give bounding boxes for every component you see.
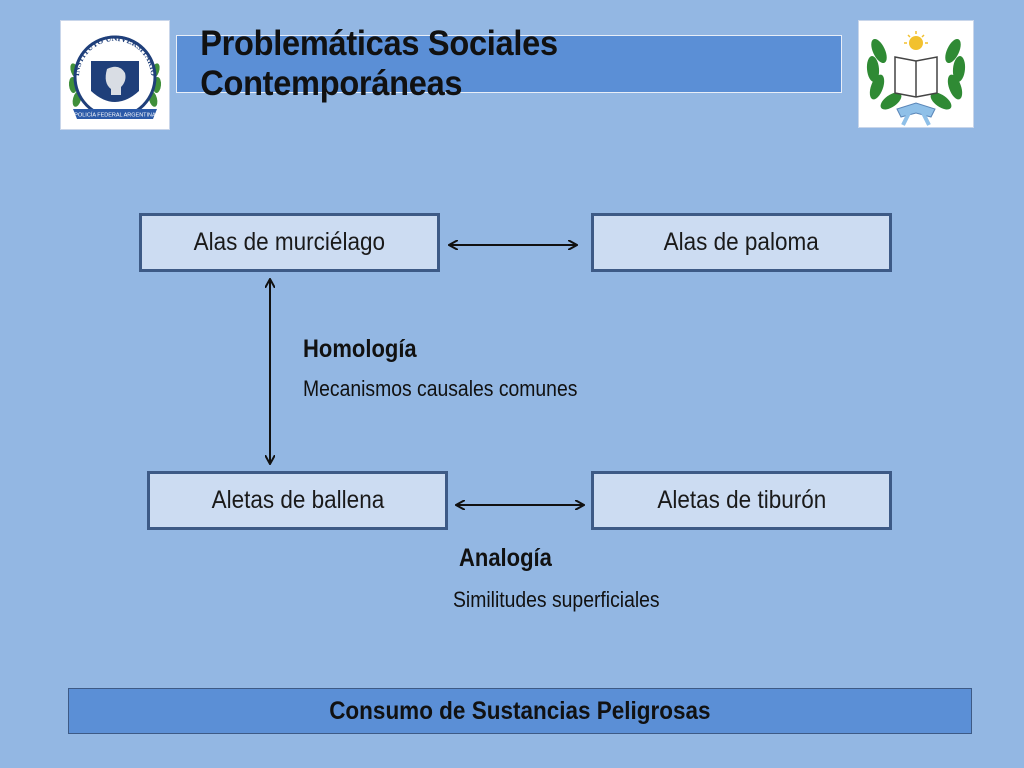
node-shark-fins: Aletas de tiburón [591, 471, 892, 530]
footer-text: Consumo de Sustancias Peligrosas [329, 696, 711, 725]
laurel-book-emblem-icon [858, 20, 974, 128]
node-label: Alas de murciélago [193, 228, 386, 256]
university-seal-icon: INSTITUTO UNIVERSITARIO POLICÍA FEDERAL … [60, 20, 170, 130]
node-label: Alas de paloma [663, 228, 820, 256]
page-title: Problemáticas Sociales Contemporáneas [200, 24, 558, 103]
homology-subtitle: Mecanismos causales comunes [303, 376, 578, 401]
node-label: Aletas de ballena [211, 486, 384, 514]
analogy-subtitle: Similitudes superficiales [453, 587, 660, 612]
node-label: Aletas de tiburón [657, 486, 826, 514]
node-whale-fins: Aletas de ballena [147, 471, 448, 530]
homology-title: Homología [303, 335, 417, 363]
seal-ribbon-text: POLICÍA FEDERAL ARGENTINA [74, 112, 156, 119]
title-bar: Problemáticas Sociales Contemporáneas [176, 24, 842, 103]
node-bat-wings: Alas de murciélago [139, 213, 440, 272]
footer-bar: Consumo de Sustancias Peligrosas [68, 688, 972, 734]
node-dove-wings: Alas de paloma [591, 213, 892, 272]
analogy-title: Analogía [459, 544, 552, 572]
